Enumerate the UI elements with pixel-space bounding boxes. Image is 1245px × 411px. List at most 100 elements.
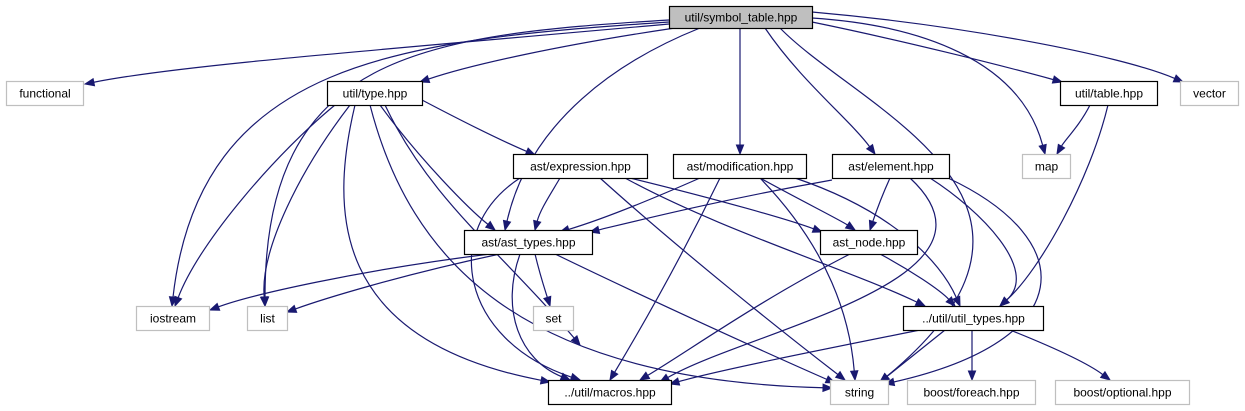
node-type[interactable]: util/type.hpp xyxy=(326,80,424,107)
node-box xyxy=(819,229,919,256)
node-box xyxy=(463,229,594,256)
arrowhead xyxy=(609,369,619,382)
edge-line xyxy=(599,177,839,375)
node-box xyxy=(831,153,951,180)
edge-line xyxy=(1009,329,1104,376)
arrowhead xyxy=(638,371,651,381)
arrowhead xyxy=(865,143,876,156)
arrowhead xyxy=(174,295,183,308)
arrowhead xyxy=(83,77,96,87)
node-macros[interactable]: ../util/macros.hpp xyxy=(547,379,673,406)
arrowhead xyxy=(1172,74,1185,83)
edge-line xyxy=(421,99,527,153)
edge-modification-to-string xyxy=(759,177,859,382)
edge-line xyxy=(929,177,1017,301)
node-map[interactable]: map xyxy=(1021,153,1072,180)
edge-symbol_table-to-map xyxy=(811,17,1047,156)
node-vector[interactable]: vector xyxy=(1179,80,1240,107)
edge-line xyxy=(879,253,950,300)
edge-line xyxy=(554,253,828,380)
arrowhead xyxy=(998,296,1010,307)
edge-element-to-macros xyxy=(658,177,937,383)
node-box xyxy=(1179,80,1240,107)
edge-line xyxy=(218,253,491,308)
arrowhead xyxy=(844,221,857,231)
node-optional[interactable]: boost/optional.hpp xyxy=(1054,379,1191,406)
edge-line xyxy=(629,177,814,230)
edge-ast_node-to-util_types xyxy=(879,253,956,307)
edge-ast_node-to-macros xyxy=(638,253,851,381)
edge-line xyxy=(379,104,489,225)
arrowhead xyxy=(208,302,221,311)
edge-type-to-iostream xyxy=(174,104,336,308)
node-box xyxy=(906,379,1037,406)
arrowhead xyxy=(285,304,298,313)
node-set[interactable]: set xyxy=(532,305,575,332)
node-ast-types[interactable]: ast/ast_types.hpp xyxy=(463,229,594,256)
edge-line xyxy=(568,177,701,230)
arrowhead xyxy=(533,219,542,232)
nodes-layer: util/symbol_table.hpp functional util/type… xyxy=(5,5,1240,406)
node-util-types[interactable]: ../util/util_types.hpp xyxy=(902,305,1045,332)
edge-line xyxy=(93,23,670,83)
node-element[interactable]: ast/element.hpp xyxy=(831,153,951,180)
edge-modification-to-ast_node xyxy=(759,177,857,231)
edge-line xyxy=(759,177,855,372)
edge-line xyxy=(598,179,833,231)
edge-line xyxy=(470,177,572,378)
arrowhead xyxy=(543,295,552,308)
node-label: ../util/util_types.hpp xyxy=(922,312,1025,326)
node-table[interactable]: util/table.hpp xyxy=(1059,80,1159,107)
arrowhead xyxy=(834,370,847,381)
node-expression[interactable]: ast/expression.hpp xyxy=(512,153,649,180)
node-label: util/type.hpp xyxy=(343,87,408,101)
node-string[interactable]: string xyxy=(829,379,890,406)
arrowhead xyxy=(967,370,977,382)
node-modification[interactable]: ast/modification.hpp xyxy=(672,153,808,180)
node-symbol-table[interactable]: util/symbol_table.hpp xyxy=(668,5,814,30)
edge-symbol_table-to-table xyxy=(811,21,1064,84)
edge-ast_types-to-set xyxy=(534,253,552,308)
node-box xyxy=(5,80,85,107)
edge-type-to-util_types xyxy=(384,104,581,347)
node-label: util/symbol_table.hpp xyxy=(685,11,798,25)
node-label: map xyxy=(1035,160,1059,174)
node-iostream[interactable]: iostream xyxy=(135,305,211,332)
arrowhead xyxy=(1038,143,1047,156)
edge-util_types-to-macros xyxy=(668,329,921,386)
edge-ast_types-to-list xyxy=(285,253,501,313)
node-label: functional xyxy=(19,87,70,101)
edge-symbol_table-to-element xyxy=(764,27,876,156)
arrowhead xyxy=(539,375,552,385)
edge-table-to-map xyxy=(1056,104,1091,156)
node-label: boost/foreach.hpp xyxy=(923,386,1019,400)
edge-expression-to-string xyxy=(599,177,847,381)
edge-symbol_table-to-modification xyxy=(735,27,745,156)
edge-type-to-ast_types xyxy=(379,104,497,231)
node-list[interactable]: list xyxy=(246,305,289,332)
arrowhead xyxy=(668,377,681,386)
edge-type-to-expression xyxy=(421,99,537,156)
node-label: ast/expression.hpp xyxy=(530,160,631,174)
edge-line xyxy=(384,104,575,339)
edge-line xyxy=(177,104,336,298)
edge-expression-to-macros xyxy=(470,177,582,382)
edge-line xyxy=(811,17,1044,146)
arrowhead xyxy=(484,220,497,231)
node-foreach[interactable]: boost/foreach.hpp xyxy=(906,379,1037,406)
node-label: util/table.hpp xyxy=(1075,87,1143,101)
node-box xyxy=(902,305,1045,332)
edge-ast_types-to-iostream xyxy=(208,253,491,311)
edge-line xyxy=(811,21,1054,81)
node-label: ast/modification.hpp xyxy=(687,160,794,174)
edge-line xyxy=(534,253,548,298)
edge-line xyxy=(811,11,1175,80)
node-ast-node[interactable]: ast_node.hpp xyxy=(819,229,919,256)
edge-util_types-to-string xyxy=(878,329,946,383)
edge-element-to-string xyxy=(883,177,1042,387)
arrowhead xyxy=(868,219,878,232)
node-box xyxy=(829,379,890,406)
node-label: vector xyxy=(1193,87,1226,101)
node-functional[interactable]: functional xyxy=(5,80,85,107)
edge-line xyxy=(886,329,946,377)
